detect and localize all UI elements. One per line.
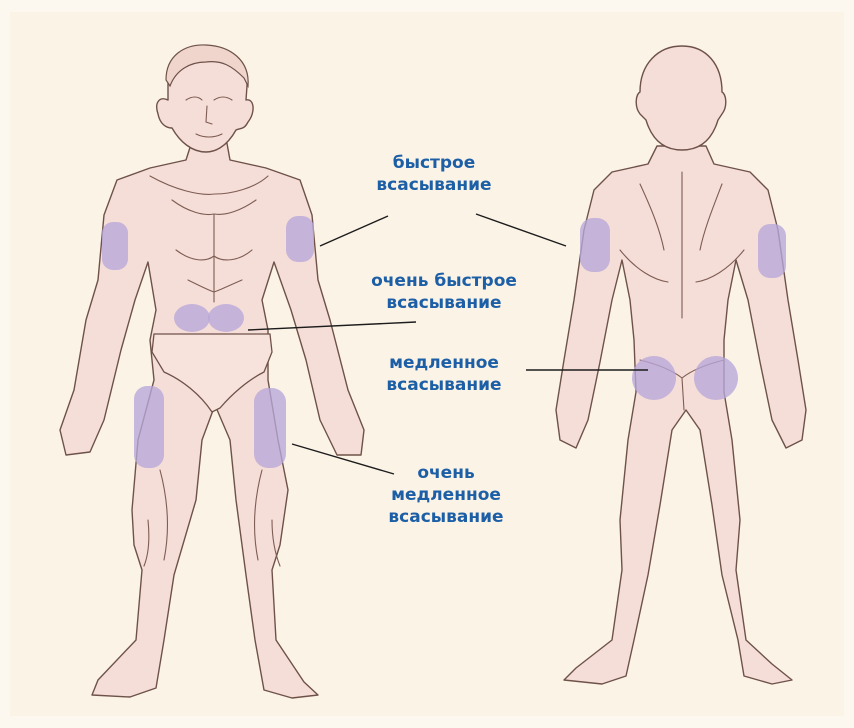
zone-buttock-left — [632, 356, 676, 400]
zone-front-right-arm — [286, 216, 314, 262]
zone-left-thigh — [134, 386, 164, 468]
label-very-fast-line2: всасывание — [352, 292, 536, 314]
zone-back-right-arm — [758, 224, 786, 278]
label-very-fast-absorption: очень быстрое всасывание — [352, 270, 536, 314]
label-very-slow-line1: очень — [376, 462, 516, 484]
label-slow-line1: медленное — [372, 352, 516, 374]
label-fast-line1: быстрое — [372, 152, 496, 174]
label-very-slow-line3: всасывание — [376, 506, 516, 528]
label-fast-line2: всасывание — [372, 174, 496, 196]
zone-back-left-arm — [580, 218, 610, 272]
label-slow-line2: всасывание — [372, 374, 516, 396]
label-very-slow-absorption: очень медленное всасывание — [376, 462, 516, 528]
label-very-slow-line2: медленное — [376, 484, 516, 506]
label-very-fast-line1: очень быстрое — [352, 270, 536, 292]
label-slow-absorption: медленное всасывание — [372, 352, 516, 396]
zone-right-thigh — [254, 388, 286, 468]
zone-abdomen-right — [208, 304, 244, 332]
zone-front-left-arm — [102, 222, 128, 270]
label-fast-absorption: быстрое всасывание — [372, 152, 496, 196]
zone-buttock-right — [694, 356, 738, 400]
zone-abdomen-left — [174, 304, 210, 332]
